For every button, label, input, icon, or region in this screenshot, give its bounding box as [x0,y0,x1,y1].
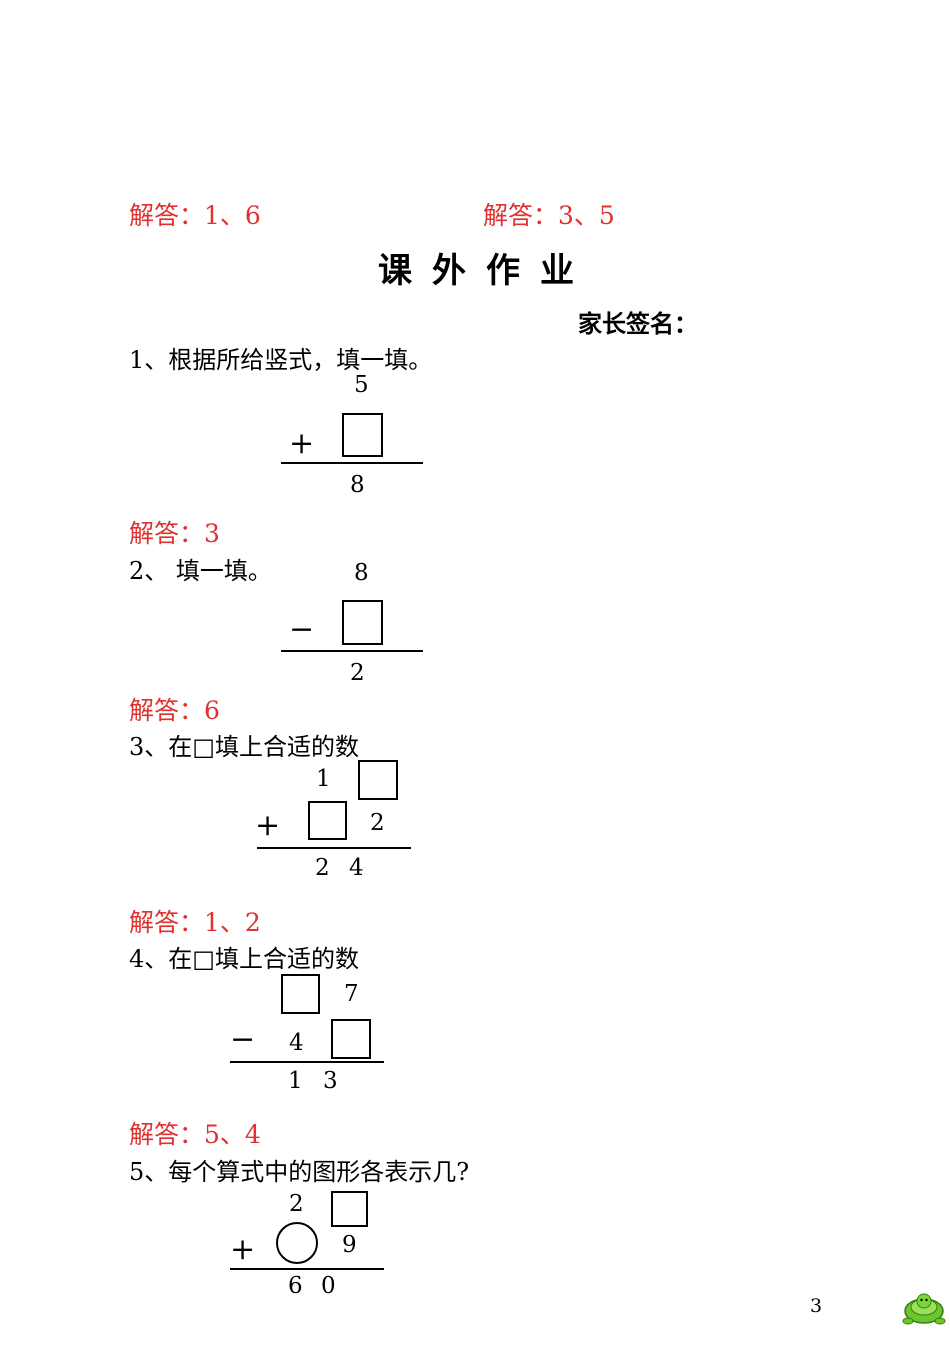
q4-top-ones: 7 [344,981,359,1007]
q3-bottom-tens-box[interactable] [308,801,347,840]
q4-bottom-ones-box[interactable] [331,1019,371,1059]
q2-top-digit: 8 [354,560,369,586]
q2-result: 2 [350,660,365,686]
page-number: 3 [810,1295,823,1317]
q5-result-ones: 0 [321,1273,336,1299]
q2-rule [281,650,423,652]
question-3-text: 3、在□填上合适的数 [129,733,359,761]
q5-bottom-ones: 9 [342,1232,357,1258]
q4-top-tens-box[interactable] [281,974,320,1014]
q3-top-tens: 1 [316,766,331,792]
q4-answer: 解答：5、4 [129,1120,261,1149]
q5-circle-shape[interactable] [276,1222,318,1264]
q5-rule [230,1268,384,1270]
q4-minus-sign: − [230,1022,256,1057]
q2-answer: 解答：6 [129,696,220,725]
q3-result-tens: 2 [315,855,330,881]
q5-square-box[interactable] [331,1191,368,1227]
q5-top-tens: 2 [289,1191,304,1217]
question-2-text: 2、 填一填。 [129,557,272,585]
answer-top-right: 解答：3、5 [483,201,615,230]
question-1-text: 1、根据所给竖式，填一填。 [129,346,433,374]
q1-rule [281,462,423,464]
q4-result-tens: 1 [288,1068,303,1094]
q2-answer-box[interactable] [342,600,383,645]
answer-top-left: 解答：1、6 [129,201,261,230]
parent-signature-label: 家长签名： [578,309,698,338]
q1-answer: 解答：3 [129,519,220,548]
q5-plus-sign: + [230,1232,256,1267]
question-4-text: 4、在□填上合适的数 [129,945,359,973]
page-title: 课外作业 [378,251,594,291]
turtle-icon [902,1293,946,1325]
q5-result-tens: 6 [288,1273,303,1299]
q4-rule [230,1061,384,1063]
q4-result-ones: 3 [323,1068,338,1094]
q3-rule [257,847,411,849]
q2-minus-sign: − [289,612,315,647]
q1-plus-sign: + [289,426,315,461]
q3-top-ones-box[interactable] [358,760,398,800]
q1-top-digit: 5 [354,372,369,398]
question-5-text: 5、每个算式中的图形各表示几? [129,1158,470,1186]
q3-answer: 解答：1、2 [129,908,261,937]
q1-answer-box[interactable] [342,413,383,457]
q4-bottom-tens: 4 [289,1030,304,1056]
q3-plus-sign: + [255,808,281,843]
q3-bottom-ones: 2 [370,810,385,836]
q3-result-ones: 4 [349,855,364,881]
q1-result: 8 [350,472,365,498]
